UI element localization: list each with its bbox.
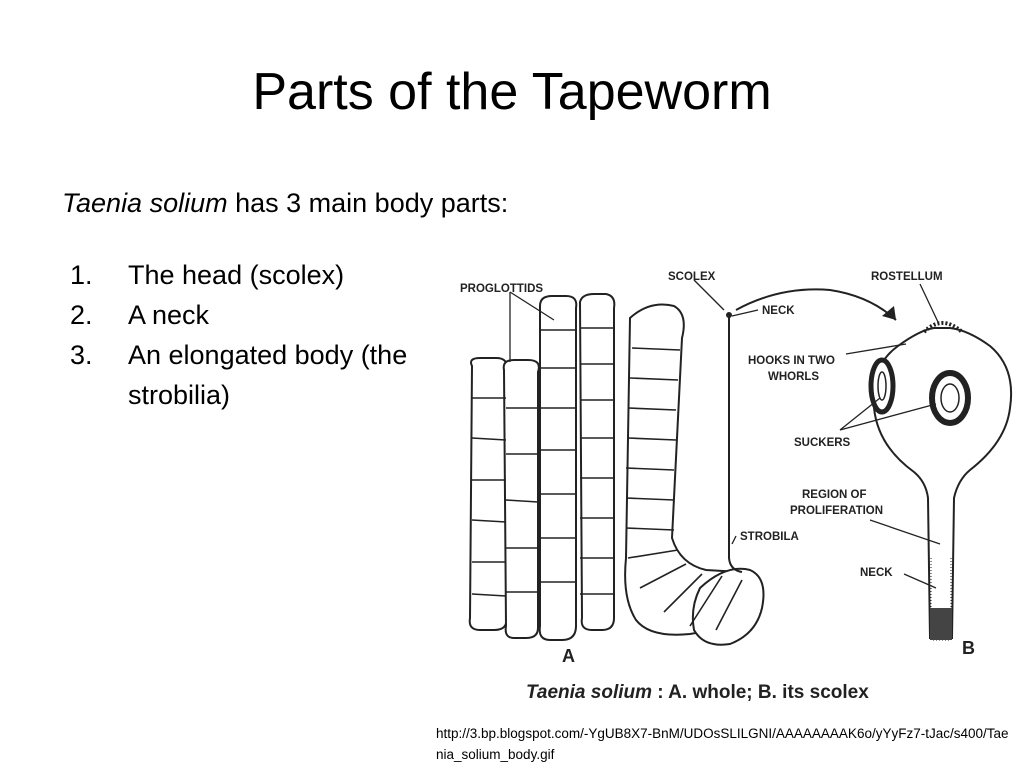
list-number: 1. (70, 260, 93, 290)
label-region-1: REGION OF (802, 489, 867, 501)
list-number: 2. (70, 300, 93, 330)
sucker-left-inner (877, 371, 887, 401)
proglottid-column-2 (502, 359, 540, 639)
rostellum-hooks (922, 321, 964, 334)
slide-title: Parts of the Tapeworm (252, 63, 772, 121)
list-text: A neck (128, 300, 210, 330)
label-hooks-1: HOOKS IN TWO (748, 355, 835, 367)
leader-lines-b (839, 283, 941, 589)
panel-letter-b: B (962, 638, 975, 658)
label-neck-b: NECK (860, 567, 893, 579)
tapeworm-diagram: PROGLOTTIDS SCOLEX NECK STROBILA ROSTELL… (450, 258, 1020, 708)
proglottid-column-3 (538, 295, 578, 641)
label-hooks-2: WHORLS (768, 371, 819, 383)
intro-rest: has 3 main body parts: (227, 188, 509, 218)
list-text: The head (scolex) (128, 260, 345, 290)
list-text: An elongated body (the strobilia) (128, 340, 408, 410)
sucker-right (929, 370, 971, 426)
sucker-right-inner (940, 383, 960, 413)
proliferation-zone (930, 608, 952, 640)
body-parts-list: 1. The head (scolex) 2. A neck 3. An elonga… (70, 255, 450, 415)
panel-letter-a: A (562, 646, 575, 666)
neck-thread (728, 316, 743, 573)
caption-rest: : A. whole; B. its scolex (652, 682, 869, 703)
segment-lines (471, 327, 743, 631)
image-source-url: http://3.bp.blogspot.com/-YgUB8X7-BnM/UD… (436, 726, 1009, 762)
caption-species: Taenia solium (526, 682, 652, 703)
label-scolex: SCOLEX (668, 271, 716, 283)
sucker-left (868, 357, 896, 415)
proglottid-column-4 (578, 293, 616, 631)
label-suckers: SUCKERS (794, 437, 851, 449)
label-rostellum: ROSTELLUM (871, 271, 943, 283)
tapeworm-illustration: PROGLOTTIDS SCOLEX NECK STROBILA ROSTELL… (460, 271, 1013, 703)
scolex-dot (726, 312, 732, 318)
enlarge-arrow (735, 288, 897, 321)
label-region-2: PROLIFERATION (790, 505, 883, 517)
list-number: 3. (70, 340, 93, 370)
label-proglottids: PROGLOTTIDS (460, 283, 543, 295)
label-neck-a: NECK (762, 305, 795, 317)
figure-caption: Taenia solium : A. whole; B. its scolex (526, 682, 869, 703)
list-item: 2. A neck (70, 295, 450, 335)
intro-text: Taenia solium has 3 main body parts: (62, 188, 508, 219)
species-name: Taenia solium (62, 188, 228, 218)
list-item: 3. An elongated body (the strobilia) (70, 335, 450, 415)
arrow-head (882, 306, 896, 320)
label-strobila: STROBILA (740, 531, 799, 543)
leader-lines-a (509, 279, 759, 545)
scolex-drawing (868, 321, 1013, 641)
list-item: 1. The head (scolex) (70, 255, 450, 295)
